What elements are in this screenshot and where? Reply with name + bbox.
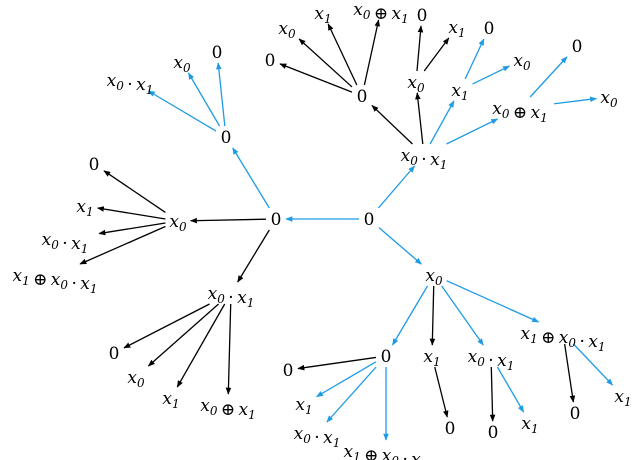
node-label-D3b: x1 [614, 387, 631, 409]
node-label-LPc: x1 [162, 389, 179, 411]
node-label-R3b: x0 [600, 88, 618, 110]
edge-R0-to-R0d [363, 19, 380, 86]
node-label-R1a: 0 [417, 6, 428, 26]
edge-D0-to-D0c [326, 366, 377, 423]
edge-U0-to-U0b [187, 72, 221, 127]
node-label-LXc: x0 · x1 [42, 230, 89, 256]
node-label-D3a: 0 [570, 404, 581, 424]
edge-root-to-R [377, 165, 416, 209]
node-label-R1: x0 [407, 73, 425, 95]
edge-LX-to-LXa [103, 170, 166, 213]
edge-LP-to-LPc [176, 303, 226, 388]
edge-layer [79, 19, 614, 441]
node-label-D0c: x0 · x1 [294, 424, 341, 450]
edge-LP-to-LPb [147, 303, 219, 367]
node-label-LPb: x0 [127, 368, 145, 390]
node-label-D2b: x1 [521, 414, 538, 436]
edge-R0-to-R0a [279, 63, 353, 93]
edge-R2-to-R2b [472, 65, 511, 85]
edge-D-to-D3 [446, 280, 540, 323]
node-label-R2a: 0 [484, 19, 495, 39]
edge-D3-to-D3b [573, 343, 614, 386]
edge-D-to-D0 [391, 285, 429, 346]
node-label-R1b: x1 [448, 18, 465, 40]
node-label-U0c: 0 [212, 43, 223, 63]
edge-D2-to-D2a [489, 366, 496, 422]
edge-R-to-R1 [415, 92, 424, 145]
node-label-R0a: 0 [265, 51, 276, 71]
node-label-D0a: 0 [283, 361, 294, 381]
node-label-R0c: x1 [314, 4, 331, 26]
node-label-LXd: x1 ⊕ x0 · x1 [13, 266, 98, 296]
edge-L0-to-LX [189, 217, 267, 224]
edge-R-to-R2 [429, 100, 455, 145]
edge-D-to-D2 [441, 285, 484, 346]
node-label-LX: x0 [169, 212, 187, 234]
node-label-D0d: x1 ⊕ x0 · x1 [344, 442, 429, 460]
node-label-L0: 0 [271, 210, 282, 230]
node-label-R2: x1 [451, 81, 468, 103]
node-label-LP: x0 · x1 [208, 284, 255, 310]
node-label-R0d: x0 ⊕ x1 [353, 0, 409, 26]
edge-R1-to-R1a [416, 25, 424, 72]
node-label-LPd: x0 ⊕ x1 [200, 396, 256, 422]
node-label-R0b: x0 [278, 19, 296, 41]
node-label-D: x0 [425, 266, 443, 288]
node-label-R3a: 0 [572, 37, 583, 57]
node-label-U0: 0 [221, 128, 232, 148]
edge-R1-to-R1b [423, 37, 450, 72]
edge-U0-to-U0c [216, 62, 226, 127]
edge-R0-to-R0b [298, 38, 353, 88]
node-label-U0b: x0 [173, 53, 191, 75]
node-label-D0b: x1 [295, 395, 312, 417]
edge-LX-to-LXd [79, 225, 166, 265]
edge-LX-to-LXb [96, 206, 166, 220]
edge-D1-to-D1a [434, 366, 449, 418]
node-label-root: 0 [364, 210, 375, 230]
edge-U0-to-U0a [147, 90, 217, 132]
node-label-LXb: x1 [76, 197, 93, 219]
edge-LP-to-LPd [225, 303, 232, 395]
edge-R3-to-R3b [554, 96, 598, 105]
node-label-D2a: 0 [488, 423, 499, 443]
edge-D2-to-D2b [496, 366, 525, 413]
edge-root-to-D [378, 227, 422, 265]
node-label-LPa: 0 [109, 344, 120, 364]
edge-R0-to-R0c [327, 23, 358, 86]
node-label-R: x0 · x1 [401, 146, 448, 172]
edge-D-to-D1 [429, 285, 436, 346]
edge-R3-to-R3a [529, 56, 568, 98]
node-label-D3: x1 ⊕ x0 · x1 [521, 324, 606, 354]
edge-L0-to-U0 [232, 147, 270, 209]
node-label-R2b: x0 [513, 51, 531, 73]
node-label-R3: x0 ⊕ x1 [492, 99, 548, 125]
edge-LP-to-LPa [123, 303, 210, 349]
edge-D3-to-D3a [564, 343, 576, 403]
edge-R2-to-R2a [464, 38, 485, 80]
node-label-D0: 0 [381, 347, 392, 367]
edge-LX-to-LXc [98, 222, 166, 236]
edge-D0-to-D0b [315, 361, 377, 398]
edge-R-to-R3 [446, 118, 499, 145]
node-label-R0: 0 [357, 87, 368, 107]
edge-D0-to-D0a [297, 356, 377, 371]
node-label-LXa: 0 [89, 155, 100, 175]
node-label-U0a: x0 · x1 [107, 71, 154, 97]
node-label-D1a: 0 [445, 419, 456, 439]
node-label-D1: x1 [423, 347, 440, 369]
node-label-D2: x0 · x1 [468, 347, 515, 373]
edge-L0-to-LP [237, 229, 270, 283]
edge-R-to-R0 [371, 105, 413, 145]
